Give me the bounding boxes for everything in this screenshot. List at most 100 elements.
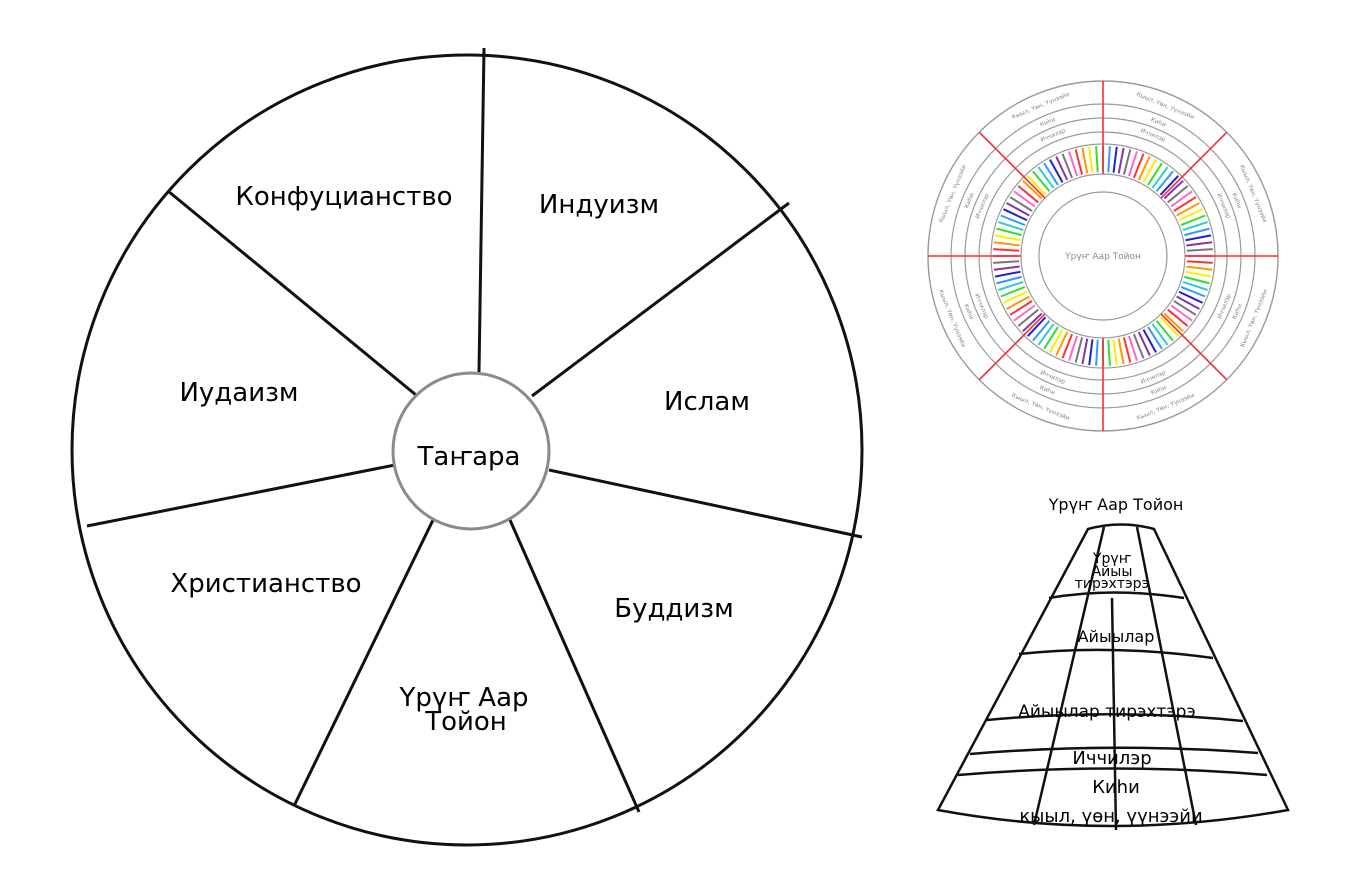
fan-tier-label-aiyylar: Айыылар (1078, 627, 1155, 646)
colored-bar (1159, 175, 1180, 196)
colored-bar (1000, 285, 1026, 298)
colored-bar (1055, 331, 1069, 356)
colored-bar (996, 227, 1022, 237)
colored-bar (1074, 337, 1084, 363)
fan-diagram: Үрүҥ Аар Тойон Үрүҥ Айыы тирэхтэрэ Айыыл… (936, 495, 1290, 831)
colored-bar (1026, 316, 1047, 337)
colored-bar (1061, 153, 1074, 179)
colored-bar (1132, 153, 1145, 179)
fan-radial-line (1110, 597, 1118, 831)
fan-tier-divider (1018, 648, 1214, 660)
colored-bar (998, 221, 1024, 231)
colored-bar (1184, 275, 1210, 285)
colored-bar (996, 275, 1022, 285)
fan-tier-label-ichchiler: Иччилэр (1072, 748, 1151, 769)
fan-radial-line (1135, 526, 1198, 826)
colored-bar (1003, 208, 1028, 222)
small-wheel-red-dividers (928, 81, 1278, 431)
sector-label-hinduism: Индуизм (539, 190, 659, 220)
colored-bar (1155, 170, 1174, 192)
sector-label-judaism: Иудаизм (179, 378, 298, 408)
fan-tier-label-urung-line2: Айыы (1092, 564, 1133, 580)
colored-bar (1032, 320, 1051, 342)
colored-bar (1013, 190, 1036, 208)
sector-label-urung-line1: Үрүҥ Аар (398, 683, 528, 713)
fan-tier-label-kihi: Киһи (1092, 777, 1140, 798)
fan-tier-label-kyyl: кыыл, үөн, үүнээйи (1019, 806, 1202, 827)
sector-label-buddhism: Буддизм (614, 594, 734, 624)
colored-bar (1137, 331, 1151, 356)
colored-bar (1032, 170, 1051, 192)
red-divider (978, 313, 1046, 381)
colored-bar (1112, 146, 1118, 173)
colored-bar (1182, 281, 1208, 291)
red-divider (978, 131, 1046, 199)
main-wheel: Таҥара Конфуцианство Индуизм Ислам Будди… (70, 47, 864, 847)
sector-divider (292, 519, 435, 807)
colored-bar (1003, 290, 1028, 304)
sector-label-confucianism: Конфуцианство (235, 182, 452, 212)
colored-bar (1170, 304, 1193, 322)
colored-bar (1173, 196, 1197, 212)
colored-bar (1173, 300, 1197, 316)
colored-bar (1000, 214, 1026, 227)
sector-label-islam: Ислам (664, 387, 750, 417)
fan-radial-line (1032, 526, 1106, 826)
colored-bar (1006, 295, 1030, 310)
colored-bar (1185, 270, 1212, 278)
sector-divider (167, 189, 417, 397)
sector-divider (86, 463, 396, 528)
sector-divider (508, 519, 641, 813)
small-wheel-center-label: Үрүҥ Аар Тойон (1064, 252, 1141, 262)
colored-bar (1155, 320, 1174, 342)
colored-bar (1147, 326, 1163, 350)
colored-bar (1043, 326, 1059, 350)
colored-bar (1088, 339, 1094, 366)
colored-bar (993, 241, 1020, 247)
colored-bar (1178, 208, 1203, 222)
fan-tier-label-urung-line3: тирэхтэрэ (1075, 576, 1150, 592)
colored-bar (1163, 179, 1184, 200)
fan-top-label: Үрүҥ Аар Тойон (1048, 495, 1184, 514)
colored-bar (1117, 338, 1125, 365)
colored-bar (1167, 185, 1189, 204)
red-divider (1160, 313, 1228, 381)
colored-bar (1026, 175, 1047, 196)
colored-bar (1055, 156, 1069, 181)
colored-bar (1142, 159, 1157, 183)
colored-bar (1009, 196, 1033, 212)
sector-divider (548, 468, 863, 539)
center-label: Таҥара (417, 442, 521, 472)
colored-bar (1184, 227, 1210, 237)
colored-bar (994, 270, 1021, 278)
small-wheel: Үрүҥ Аар Тойон Кыыл, Үөн, ҮүнээйиКиһиИчч… (927, 80, 1279, 432)
colored-bar (1088, 146, 1094, 173)
colored-bar (1049, 159, 1064, 183)
colored-bar (1081, 338, 1089, 365)
colored-bar (1107, 146, 1111, 173)
sector-label-christianity: Христианство (170, 569, 361, 599)
colored-bar (1180, 214, 1206, 227)
colored-bar (993, 248, 1020, 252)
sector-divider (531, 201, 790, 398)
colored-bar (993, 260, 1020, 264)
colored-bar (1022, 312, 1043, 333)
colored-bar (1167, 308, 1189, 327)
sector-divider (477, 47, 486, 373)
colored-bar (1180, 285, 1206, 298)
colored-bar (1107, 339, 1111, 366)
colored-bar (1061, 333, 1074, 359)
colored-bar (1128, 335, 1138, 361)
fan-tier-divider (1048, 591, 1185, 600)
colored-bar (1128, 151, 1138, 177)
colored-bar (1142, 329, 1157, 353)
colored-bar (1022, 179, 1043, 200)
colored-bar (1186, 241, 1213, 247)
fan-tier-label-aiyylar-tirekhtere: Айыылар тирэхтэрэ (1018, 702, 1196, 722)
colored-bar (1186, 265, 1213, 271)
colored-bar (1081, 147, 1089, 174)
colored-bar (1159, 316, 1180, 337)
colored-bar (1137, 156, 1151, 181)
colored-bar (1117, 147, 1125, 174)
colored-bar (1163, 312, 1184, 333)
